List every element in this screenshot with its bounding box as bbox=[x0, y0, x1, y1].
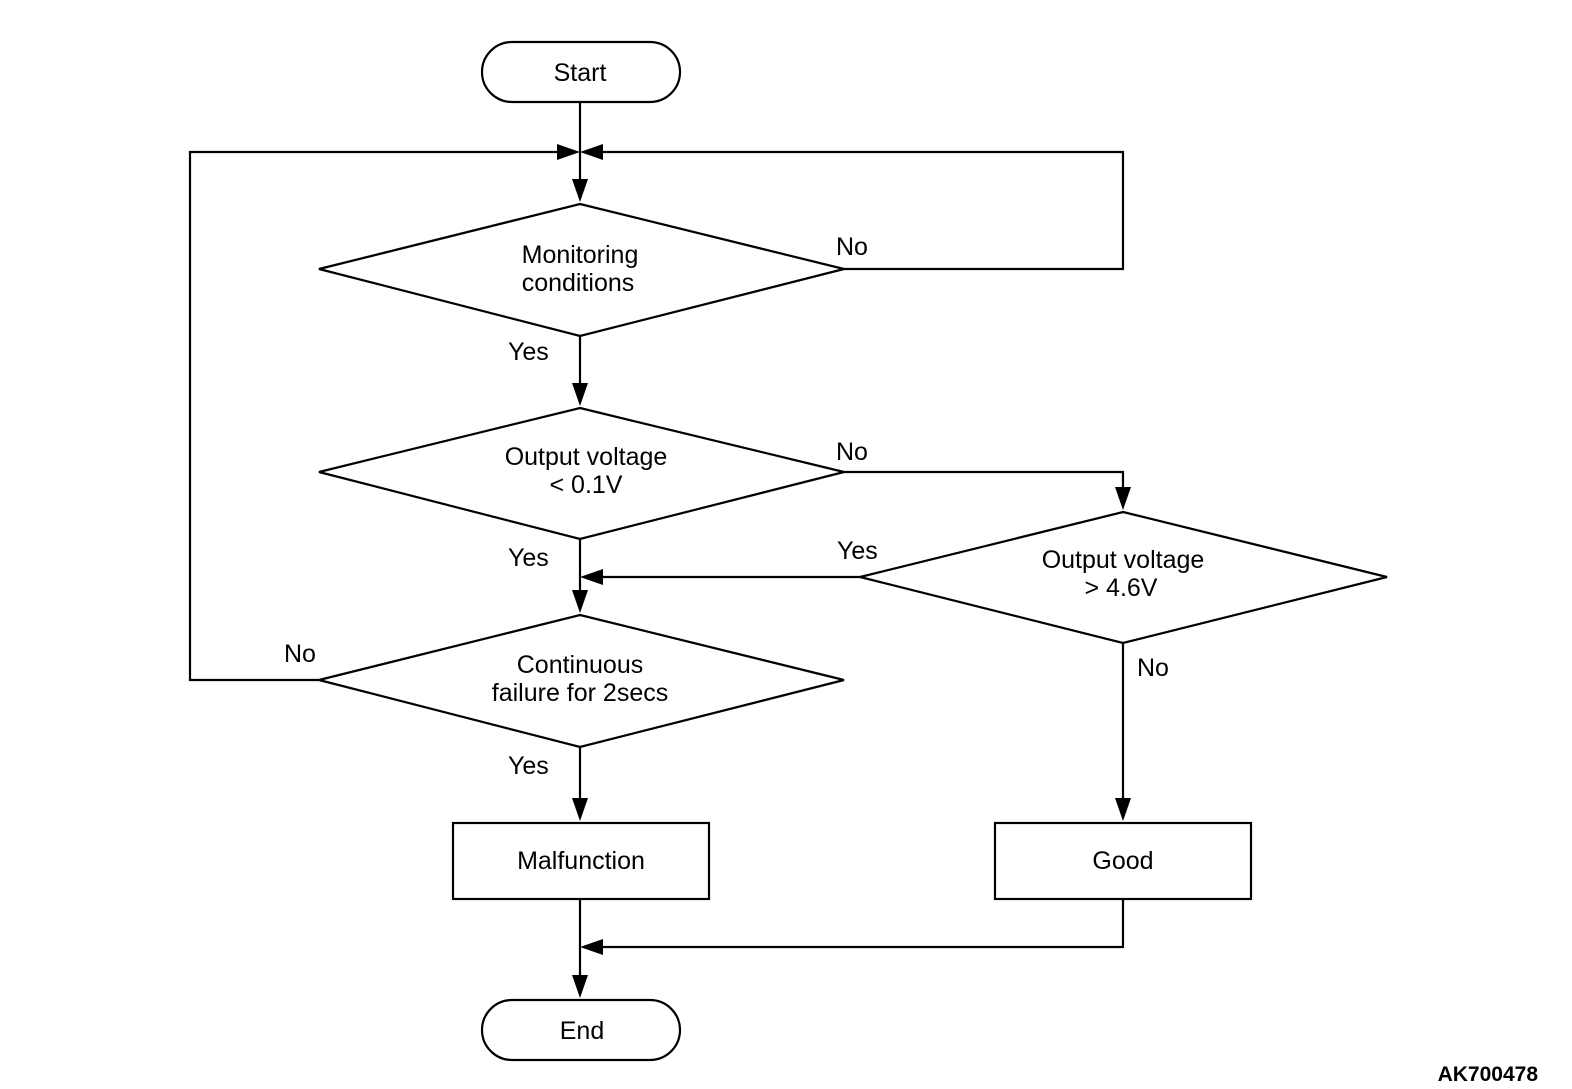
arrowhead-left bbox=[580, 144, 603, 160]
figure-code: AK700478 bbox=[1438, 1063, 1539, 1086]
node-good: Good bbox=[993, 821, 1253, 901]
decision-shape bbox=[859, 510, 1388, 645]
arrowhead-right bbox=[557, 144, 580, 160]
arrowheads bbox=[557, 144, 1131, 998]
monitoring-yes-label: Yes bbox=[508, 338, 549, 366]
high-voltage-no-label: No bbox=[1137, 654, 1169, 682]
end-label: End bbox=[560, 1017, 604, 1045]
arrowhead-down bbox=[1115, 798, 1131, 821]
arrowhead-down bbox=[572, 179, 588, 202]
arrowhead-down bbox=[572, 383, 588, 406]
continuous-label-line1: Continuous bbox=[517, 651, 643, 679]
process-shape bbox=[993, 821, 1253, 901]
low-voltage-label-line1: Output voltage bbox=[505, 443, 668, 471]
node-end: End bbox=[480, 998, 682, 1062]
node-malfunction: Malfunction bbox=[451, 821, 711, 901]
node-output-voltage-low: Output voltage < 0.1V bbox=[318, 406, 845, 541]
node-start: Start bbox=[480, 40, 682, 104]
decision-shape bbox=[318, 613, 845, 749]
continuous-yes-label: Yes bbox=[508, 752, 549, 780]
continuous-no-label: No bbox=[284, 640, 316, 668]
arrowhead-left bbox=[580, 569, 603, 585]
decision-shape bbox=[318, 202, 845, 338]
edge-low-voltage-no bbox=[844, 470, 1125, 490]
edge-labels: No Yes No Yes Yes No No Yes bbox=[284, 233, 1169, 780]
edge-good-to-end bbox=[600, 898, 1125, 949]
edge-monitoring-no-loop bbox=[600, 150, 1125, 271]
node-output-voltage-high: Output voltage > 4.6V bbox=[859, 510, 1388, 645]
arrowhead-down bbox=[572, 590, 588, 613]
terminal-shape bbox=[480, 40, 682, 104]
monitoring-no-label: No bbox=[836, 233, 868, 261]
start-label: Start bbox=[554, 59, 607, 87]
arrowhead-down bbox=[572, 975, 588, 998]
low-voltage-no-label: No bbox=[836, 438, 868, 466]
high-voltage-label-line2: > 4.6V bbox=[1085, 574, 1158, 602]
high-voltage-label-line1: Output voltage bbox=[1042, 546, 1205, 574]
high-voltage-yes-label: Yes bbox=[837, 537, 878, 565]
arrowhead-left bbox=[580, 939, 603, 955]
node-continuous-failure: Continuous failure for 2secs bbox=[318, 613, 845, 749]
node-monitoring-conditions: Monitoring conditions bbox=[318, 202, 845, 338]
continuous-label-line2: failure for 2secs bbox=[492, 679, 668, 707]
connectors bbox=[188, 102, 1125, 978]
low-voltage-yes-label: Yes bbox=[508, 544, 549, 572]
edge-continuous-no-loop bbox=[188, 150, 560, 682]
low-voltage-label-line2: < 0.1V bbox=[550, 471, 623, 499]
terminal-shape bbox=[480, 998, 682, 1062]
process-shape bbox=[451, 821, 711, 901]
good-label: Good bbox=[1092, 847, 1153, 875]
arrowhead-down bbox=[1115, 487, 1131, 510]
decision-shape bbox=[318, 406, 845, 541]
malfunction-label: Malfunction bbox=[517, 847, 645, 875]
arrowhead-down bbox=[572, 798, 588, 821]
monitoring-label-line2: conditions bbox=[522, 269, 635, 297]
monitoring-label-line1: Monitoring bbox=[522, 241, 639, 269]
